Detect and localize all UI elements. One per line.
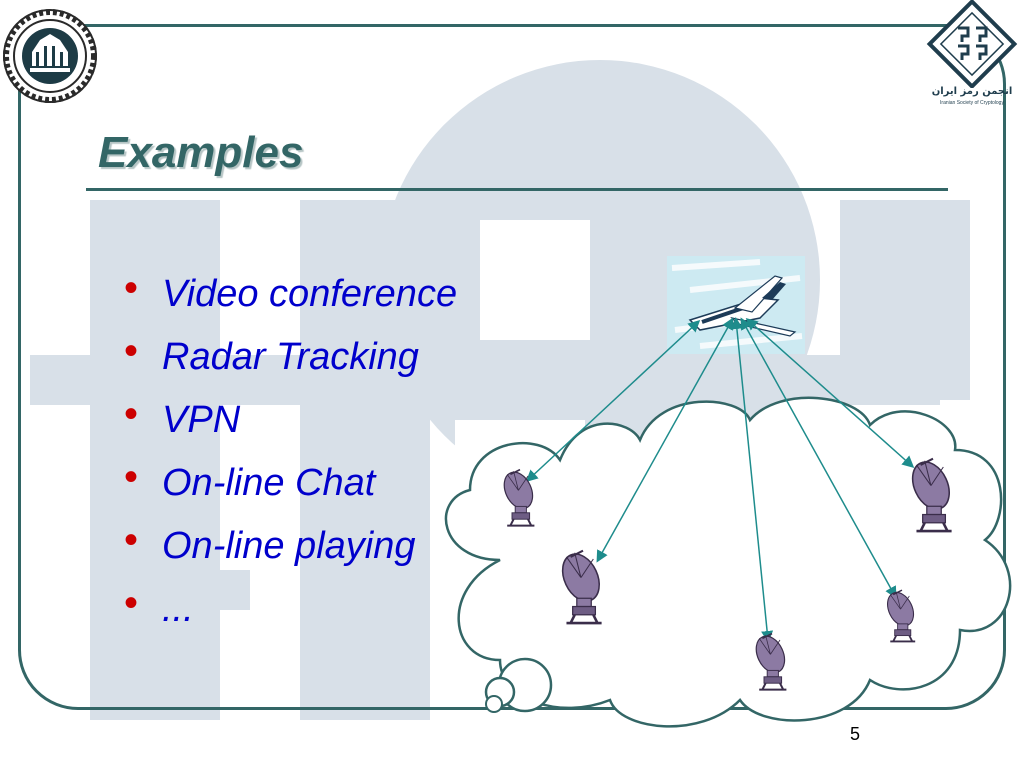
page-number: 5 <box>850 724 861 744</box>
link-lines <box>525 317 915 643</box>
bullet-dot-icon: • <box>124 392 139 436</box>
society-logo-subtext: Iranian Society of Cryptology <box>940 100 1004 106</box>
bullet-item: • VPN <box>124 394 457 457</box>
bullet-text: ... <box>162 588 194 630</box>
bullet-dot-icon: • <box>124 518 139 562</box>
bullet-text: Video conference <box>162 273 458 315</box>
bullet-text: On-line Chat <box>162 462 376 504</box>
bullet-item: • Radar Tracking <box>124 331 457 394</box>
society-logo-text: انجمن رمز ایران <box>931 86 1013 97</box>
title-underline <box>86 188 948 191</box>
slide-title: Examples <box>98 128 304 177</box>
bullet-dot-icon: • <box>124 455 139 499</box>
bullet-dot-icon: • <box>124 581 139 625</box>
bullet-dot-icon: • <box>124 329 139 373</box>
bullet-item: •... <box>124 583 457 646</box>
bullet-list: • Video conference • Radar Tracking • VPN •… <box>124 268 457 646</box>
bullet-text: On-line playing <box>162 525 416 567</box>
bullet-item: • Video conference <box>124 268 457 331</box>
society-logo <box>926 0 1018 88</box>
bullet-dot-icon: • <box>124 266 139 310</box>
bullet-text: VPN <box>162 399 241 441</box>
bullet-item: • On-line Chat <box>124 457 457 520</box>
university-logo <box>3 9 97 103</box>
airplane-icon <box>667 256 805 354</box>
bullet-text: Radar Tracking <box>162 336 419 378</box>
bullet-item: • On-line playing <box>124 520 457 583</box>
thought-bubble <box>485 695 503 713</box>
